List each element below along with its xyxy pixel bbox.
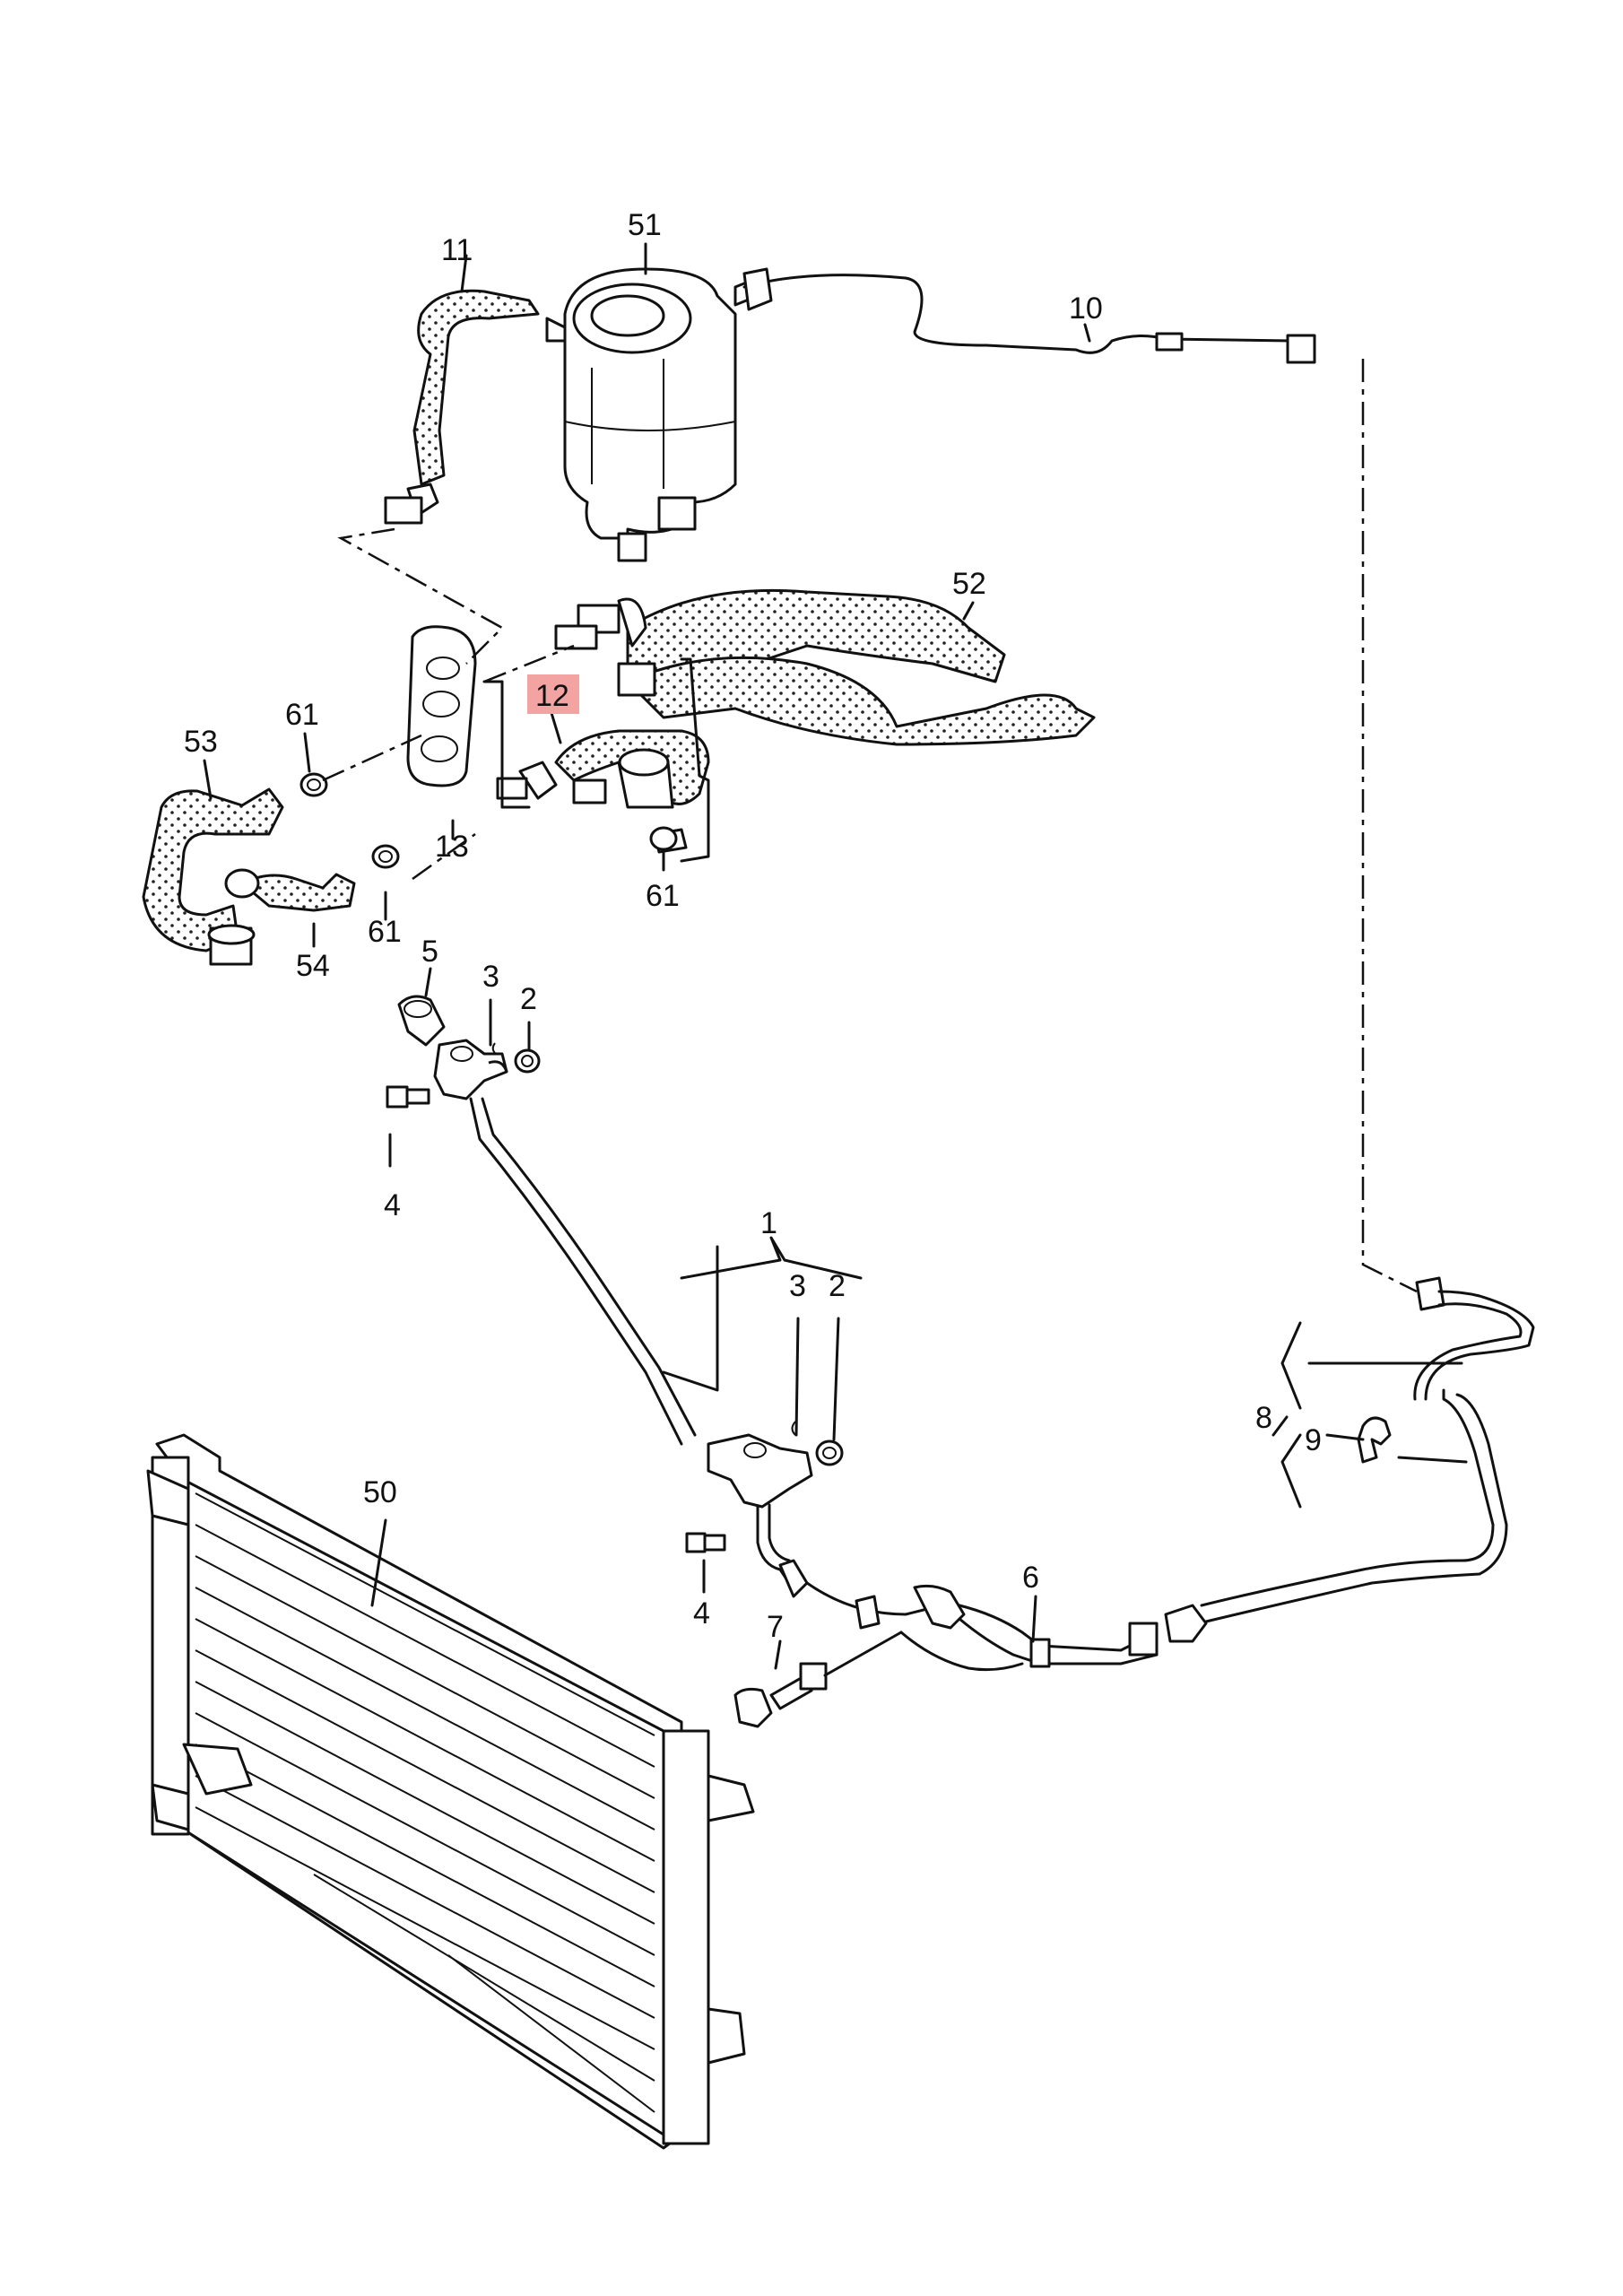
label-2-top: 2 [520,982,537,1016]
label-8: 8 [1255,1401,1272,1435]
label-12: 12 [535,679,569,713]
label-51: 51 [628,208,662,242]
hose-8 [1413,1276,1535,1401]
label-53: 53 [184,725,218,759]
hose-clamp-61b [371,844,400,869]
hose-10 [742,267,1316,364]
leader-lines [203,242,1468,1670]
seal-plate-13 [406,624,598,787]
bolt-4a [386,1085,430,1109]
hose-clamp-61a [299,772,328,797]
label-10: 10 [1069,291,1103,326]
label-61-top: 61 [285,698,319,732]
clip-9 [1357,1416,1392,1464]
hose-6 [778,1388,1508,1672]
label-1: 1 [760,1206,777,1240]
label-61-right: 61 [646,879,680,913]
hose-12 [496,729,710,854]
hose-54 [224,868,356,912]
label-9: 9 [1305,1423,1322,1457]
highlight-box-12 [527,674,579,714]
label-6: 6 [1022,1561,1039,1595]
expansion-tank [545,267,759,562]
part-labels: 51 11 10 52 12 61 53 13 61 61 54 5 3 2 4… [184,208,1322,1644]
hose-11 [384,289,540,525]
label-4-bottom: 4 [693,1596,710,1631]
bolt-4b [685,1532,726,1553]
label-7: 7 [767,1610,784,1644]
label-3-mid: 3 [789,1269,806,1303]
label-3-top: 3 [482,960,499,994]
label-4-top: 4 [384,1188,401,1222]
label-11: 11 [441,233,473,267]
coolant-pipe-lower-flange [707,1421,844,1585]
hose-53 [142,787,284,966]
label-13: 13 [435,830,469,864]
label-50: 50 [363,1475,397,1509]
radiator-50 [146,1433,755,2150]
connector-7 [733,1631,903,1728]
coolant-pipe-upper-flange [397,995,697,1446]
label-61-bottom: 61 [368,915,402,949]
label-2-mid: 2 [829,1269,846,1303]
label-52: 52 [952,567,986,601]
hose-clamp-61c [649,826,678,851]
hose-52 [577,588,1096,746]
label-5: 5 [421,935,438,969]
label-54: 54 [296,949,330,983]
